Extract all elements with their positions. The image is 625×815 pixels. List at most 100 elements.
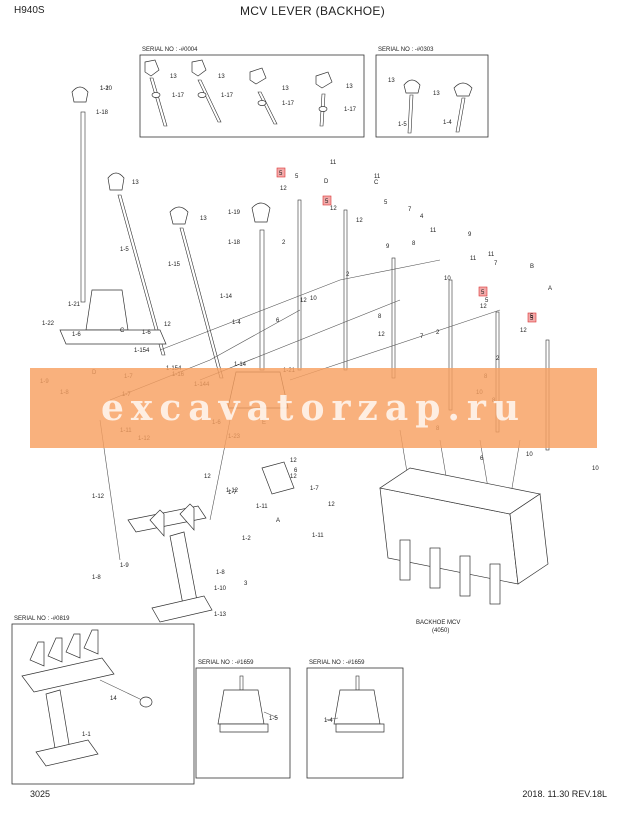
part-callout: C bbox=[120, 328, 125, 334]
part-callout: 11 bbox=[330, 160, 337, 166]
part-callout: 1-6 bbox=[72, 332, 81, 338]
inset-serial-1659-b: SERIAL NO : -#1659 bbox=[309, 660, 365, 666]
inset-0819-label: 1-1 bbox=[82, 732, 91, 738]
highlight-part-label: 5 bbox=[279, 171, 283, 177]
part-callout: 1-5 bbox=[120, 247, 129, 253]
part-callout: 1-10 bbox=[214, 586, 227, 592]
inset-0004-label: 13 bbox=[346, 84, 353, 90]
inset-0303-label: 1-4 bbox=[443, 120, 452, 126]
inset-0004-label: 13 bbox=[218, 74, 225, 80]
part-callout: 13 bbox=[200, 216, 207, 222]
part-callout: 1-154 bbox=[134, 348, 150, 354]
inset-1659-a-label: 1-5 bbox=[269, 716, 278, 722]
inset-frame-serial-0819 bbox=[11, 623, 195, 785]
inset-frame-serial-0303 bbox=[375, 54, 489, 138]
watermark-banner bbox=[30, 368, 597, 448]
inset-0303-knobs bbox=[403, 79, 473, 134]
part-callout: 2 bbox=[496, 356, 500, 362]
part-callout: 1-8 bbox=[216, 570, 225, 576]
inset-0004-knobs bbox=[144, 59, 333, 127]
inset-0303-label: 1-5 bbox=[398, 122, 407, 128]
part-callout: 1-1 bbox=[100, 86, 109, 92]
part-callout: 1-15 bbox=[168, 262, 181, 268]
part-callout: 7 bbox=[420, 334, 424, 340]
part-callout: 5 bbox=[295, 174, 299, 180]
part-callout: 7 bbox=[408, 207, 412, 213]
part-callout: 6 bbox=[480, 456, 484, 462]
highlight-part-label: 5 bbox=[325, 199, 329, 205]
part-callout: 2 bbox=[346, 272, 350, 278]
part-callout: 1-12 bbox=[226, 488, 239, 494]
inset-0004-label: 13 bbox=[170, 74, 177, 80]
valve-caption-code: (4050) bbox=[432, 628, 449, 634]
valve-caption: BACKHOE MCV bbox=[416, 620, 460, 626]
inset-0819-stand bbox=[21, 629, 153, 767]
part-callout: 1-6 bbox=[142, 330, 151, 336]
inset-1659-lever-a bbox=[217, 675, 279, 733]
inset-1659-lever-b bbox=[325, 675, 385, 733]
part-callout: 12 bbox=[480, 304, 487, 310]
part-callout: 12 bbox=[290, 474, 297, 480]
part-callout: 9 bbox=[386, 244, 390, 250]
part-callout: 1-12 bbox=[92, 494, 105, 500]
part-callout: 10 bbox=[444, 276, 451, 282]
page-title: MCV LEVER (BACKHOE) bbox=[239, 4, 386, 18]
inset-0004-label: 1-17 bbox=[172, 93, 185, 99]
part-callout: 2 bbox=[436, 330, 440, 336]
part-callout: 1-11 bbox=[256, 504, 268, 510]
part-callout: 3 bbox=[244, 581, 248, 587]
inset-0004-label: 1-17 bbox=[344, 107, 357, 113]
part-callout: 1-14 bbox=[234, 362, 247, 368]
inset-0819-label: 14 bbox=[110, 696, 117, 702]
inset-serial-0819: SERIAL NO : -#0819 bbox=[14, 616, 70, 622]
revision-date: 2018. 11.30 REV.18L bbox=[522, 789, 607, 799]
part-callout: A bbox=[276, 518, 280, 524]
part-callout: 1-21 bbox=[68, 302, 81, 308]
part-callout: 1-14 bbox=[220, 294, 233, 300]
part-callout: 13 bbox=[132, 180, 139, 186]
part-callout: 12 bbox=[378, 332, 385, 338]
part-callout: 12 bbox=[356, 218, 363, 224]
part-callout: 10 bbox=[310, 296, 317, 302]
part-callout: 11 bbox=[470, 256, 477, 262]
part-callout: 10 bbox=[592, 466, 599, 472]
part-callout: 12 bbox=[300, 298, 307, 304]
part-callout: 12 bbox=[164, 322, 171, 328]
inset-0004-label: 1-17 bbox=[221, 93, 234, 99]
part-callout: 8 bbox=[378, 314, 382, 320]
part-callout: 12 bbox=[204, 474, 211, 480]
part-callout: D bbox=[324, 179, 329, 185]
page-number: 3025 bbox=[30, 789, 51, 799]
main-lever-assembly bbox=[59, 86, 550, 623]
part-callout: 6 bbox=[294, 468, 298, 474]
inset-serial-1659-a: SERIAL NO : -#1659 bbox=[198, 660, 254, 666]
watermark-text: excavatorzap.ru bbox=[100, 387, 527, 429]
part-callout: 12 bbox=[280, 186, 287, 192]
part-callout: 1-19 bbox=[228, 210, 241, 216]
inset-serial-0303: SERIAL NO : -#0303 bbox=[378, 47, 434, 53]
part-callout: 1-13 bbox=[214, 612, 227, 618]
inset-serial-0004: SERIAL NO : -#0004 bbox=[142, 47, 198, 53]
part-callout: 4 bbox=[420, 214, 424, 220]
highlight-part-label: 5 bbox=[530, 316, 534, 322]
part-callout: 1-20 bbox=[100, 86, 113, 92]
highlight-part-label: 5 bbox=[481, 290, 485, 296]
part-callout: 11 bbox=[430, 228, 437, 234]
part-callout: 12 bbox=[330, 206, 337, 212]
part-callout: 1-18 bbox=[228, 240, 241, 246]
inset-frame-serial-1659-b bbox=[306, 667, 404, 779]
part-callout: 8 bbox=[412, 241, 416, 247]
part-callout: 5 bbox=[530, 314, 534, 320]
part-callout: 1-8 bbox=[92, 575, 101, 581]
inset-frame-serial-1659-a bbox=[195, 667, 291, 779]
inset-0303-label: 13 bbox=[433, 91, 440, 97]
part-callout: 7 bbox=[494, 261, 498, 267]
part-callout: 5 bbox=[384, 200, 388, 206]
part-callout: 2 bbox=[282, 240, 286, 246]
inset-frame-serial-0004 bbox=[139, 54, 365, 138]
part-callout: 9 bbox=[468, 232, 472, 238]
part-callout: 1-7 bbox=[228, 490, 237, 496]
part-callout: 12 bbox=[328, 502, 335, 508]
part-callout: 6 bbox=[276, 318, 280, 324]
part-callout: 1-4 bbox=[232, 320, 241, 326]
